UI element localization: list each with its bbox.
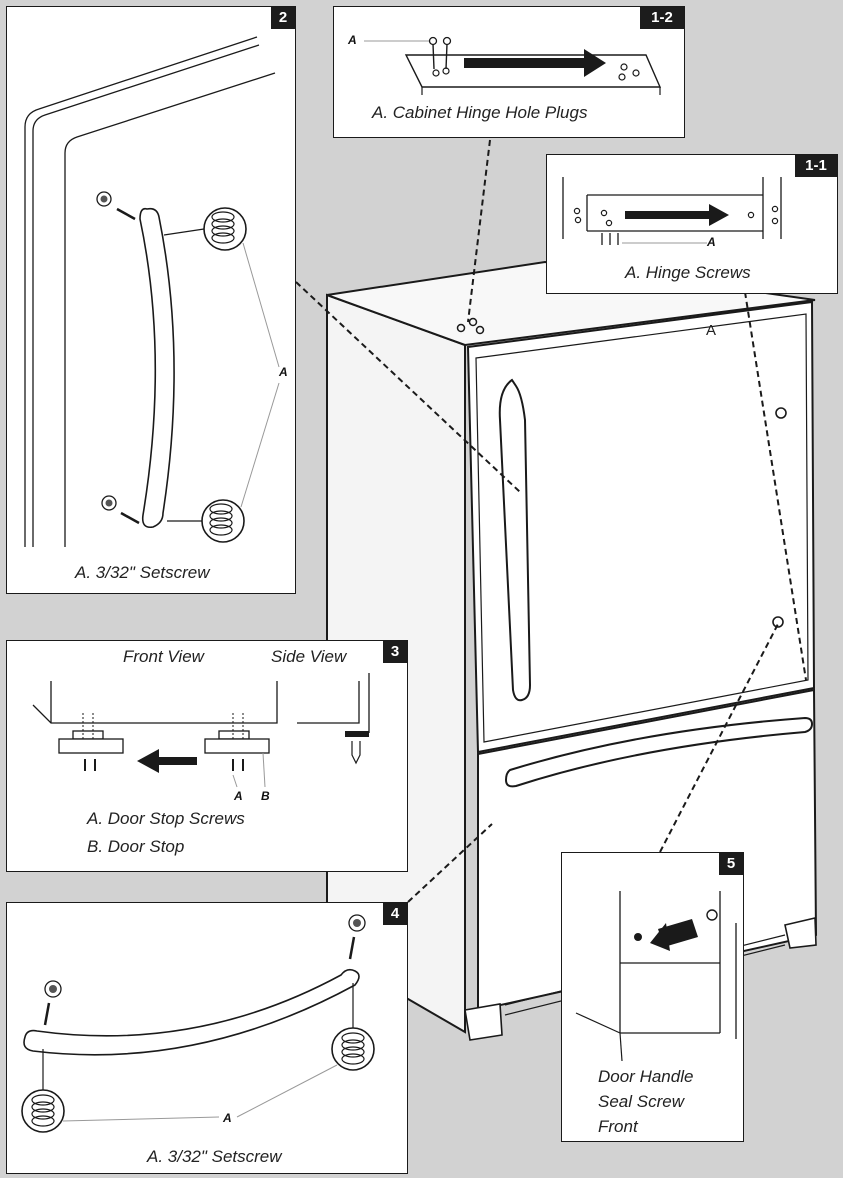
part-label-a: A [223, 1111, 232, 1125]
caption-b: B. Door Stop [87, 837, 185, 856]
step-badge: 2 [271, 7, 295, 29]
caption-a: A. Door Stop Screws [87, 809, 245, 828]
upper-door-handle [498, 378, 532, 702]
direction-arrow [584, 49, 606, 77]
part-label-a: A [279, 365, 288, 379]
door-handle-diagram [24, 36, 280, 547]
callout-panel-2: 2 A A. 3/32" Setscrew [6, 6, 296, 594]
caption: A. 3/32" Setscrew [75, 563, 210, 582]
caption-line-2: Seal Screw [598, 1092, 684, 1111]
seal-screw-diagram [575, 891, 737, 1062]
side-view-label: Side View [271, 647, 347, 666]
direction-arrow [137, 749, 159, 773]
callout-panel-4: 4 A A. 3/32" Setscrew [6, 902, 408, 1174]
direction-arrow [709, 204, 729, 226]
part-label-a: A [234, 789, 243, 803]
hinge-plug-diagram [364, 36, 662, 95]
callout-panel-1-1: 1-1 A A. Hinge Screws [546, 154, 838, 294]
callout-panel-1-2: 1-2 A A. Cabinet Hinge Hole Plugs [333, 6, 685, 138]
freezer-handle-diagram [21, 914, 375, 1133]
step-badge: 1-1 [795, 155, 837, 177]
step-badge: 4 [383, 903, 407, 925]
fridge-top [326, 260, 816, 347]
caption-line-1: Door Handle [598, 1067, 694, 1086]
caption: A. Hinge Screws [625, 263, 751, 282]
part-label-a: A [707, 235, 716, 249]
step-badge: 5 [719, 853, 743, 875]
step-badge: 3 [383, 641, 407, 663]
door-stop-diagram [32, 673, 370, 788]
callout-panel-3: 3 Front View Side View A B A. Door Stop … [6, 640, 408, 872]
caption: A. 3/32" Setscrew [147, 1147, 282, 1166]
handle-shape [23, 968, 360, 1056]
freezer-handle [504, 716, 814, 788]
front-view-label: Front View [123, 647, 204, 666]
hinge-screw-diagram [562, 177, 782, 245]
caption-line-3: Front [598, 1117, 638, 1136]
caption: A. Cabinet Hinge Hole Plugs [372, 103, 588, 122]
callout-panel-5: 5 Door Handle Seal Screw Front [561, 852, 744, 1142]
fridge-hinge-label: A [706, 322, 717, 339]
fridge-upper-door [466, 300, 816, 754]
part-label-a: A [348, 33, 357, 47]
part-label-b: B [261, 789, 270, 803]
step-badge: 1-2 [640, 7, 684, 29]
handle-shape [139, 207, 175, 529]
